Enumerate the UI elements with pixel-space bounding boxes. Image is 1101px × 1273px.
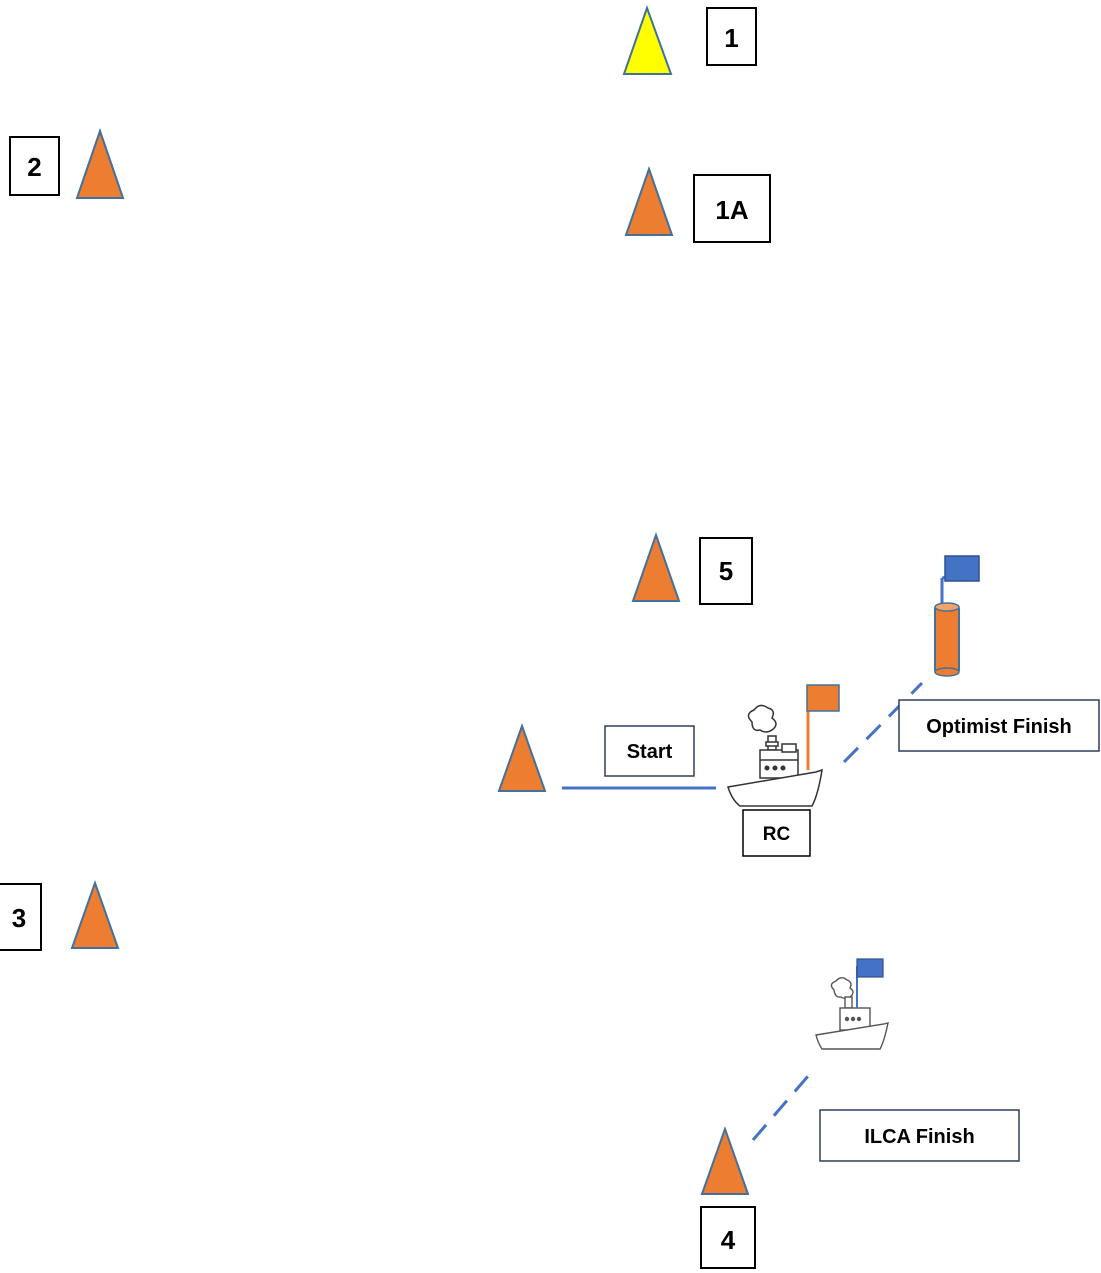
start-pin-buoy-icon — [497, 723, 547, 792]
svg-text:1A: 1A — [715, 195, 748, 225]
svg-text:RC: RC — [763, 824, 791, 845]
mark-4-label: 4 — [700, 1206, 756, 1269]
svg-text:ILCA Finish: ILCA Finish — [864, 1126, 974, 1148]
mark-4-buoy-icon — [700, 1126, 750, 1195]
mark-1-buoy-icon — [622, 5, 673, 75]
svg-text:2: 2 — [27, 152, 41, 182]
committee-boat-icon — [727, 704, 823, 807]
svg-text:4: 4 — [721, 1225, 736, 1255]
svg-text:Optimist Finish: Optimist Finish — [926, 716, 1072, 738]
ilca-flag-icon — [856, 958, 884, 1008]
ilca-finish-line — [751, 1067, 817, 1141]
mark-1-label: 1 — [706, 7, 757, 66]
svg-text:Start: Start — [627, 741, 673, 763]
start-label: Start — [604, 725, 695, 777]
mark-3-label: 3 — [0, 883, 42, 951]
optimist-finish-line — [842, 681, 924, 764]
svg-text:5: 5 — [719, 556, 733, 586]
mark-5-buoy-icon — [631, 531, 681, 602]
optimist-finish-label: Optimist Finish — [898, 699, 1100, 752]
mark-2-label: 2 — [9, 136, 60, 196]
mark-3-buoy-icon — [70, 880, 120, 949]
rc-label: RC — [742, 809, 811, 857]
mark-2-buoy-icon — [75, 127, 125, 199]
rc-flag-icon — [806, 684, 840, 770]
ilca-finish-label: ILCA Finish — [819, 1109, 1020, 1162]
optimist-finish-buoy-icon — [934, 555, 980, 677]
mark-1a-buoy-icon — [624, 165, 674, 236]
svg-text:1: 1 — [724, 23, 738, 53]
ilca-finish-boat-icon — [815, 977, 889, 1050]
mark-5-label: 5 — [699, 537, 753, 605]
mark-1a-label: 1A — [693, 174, 771, 243]
svg-text:3: 3 — [12, 903, 26, 933]
